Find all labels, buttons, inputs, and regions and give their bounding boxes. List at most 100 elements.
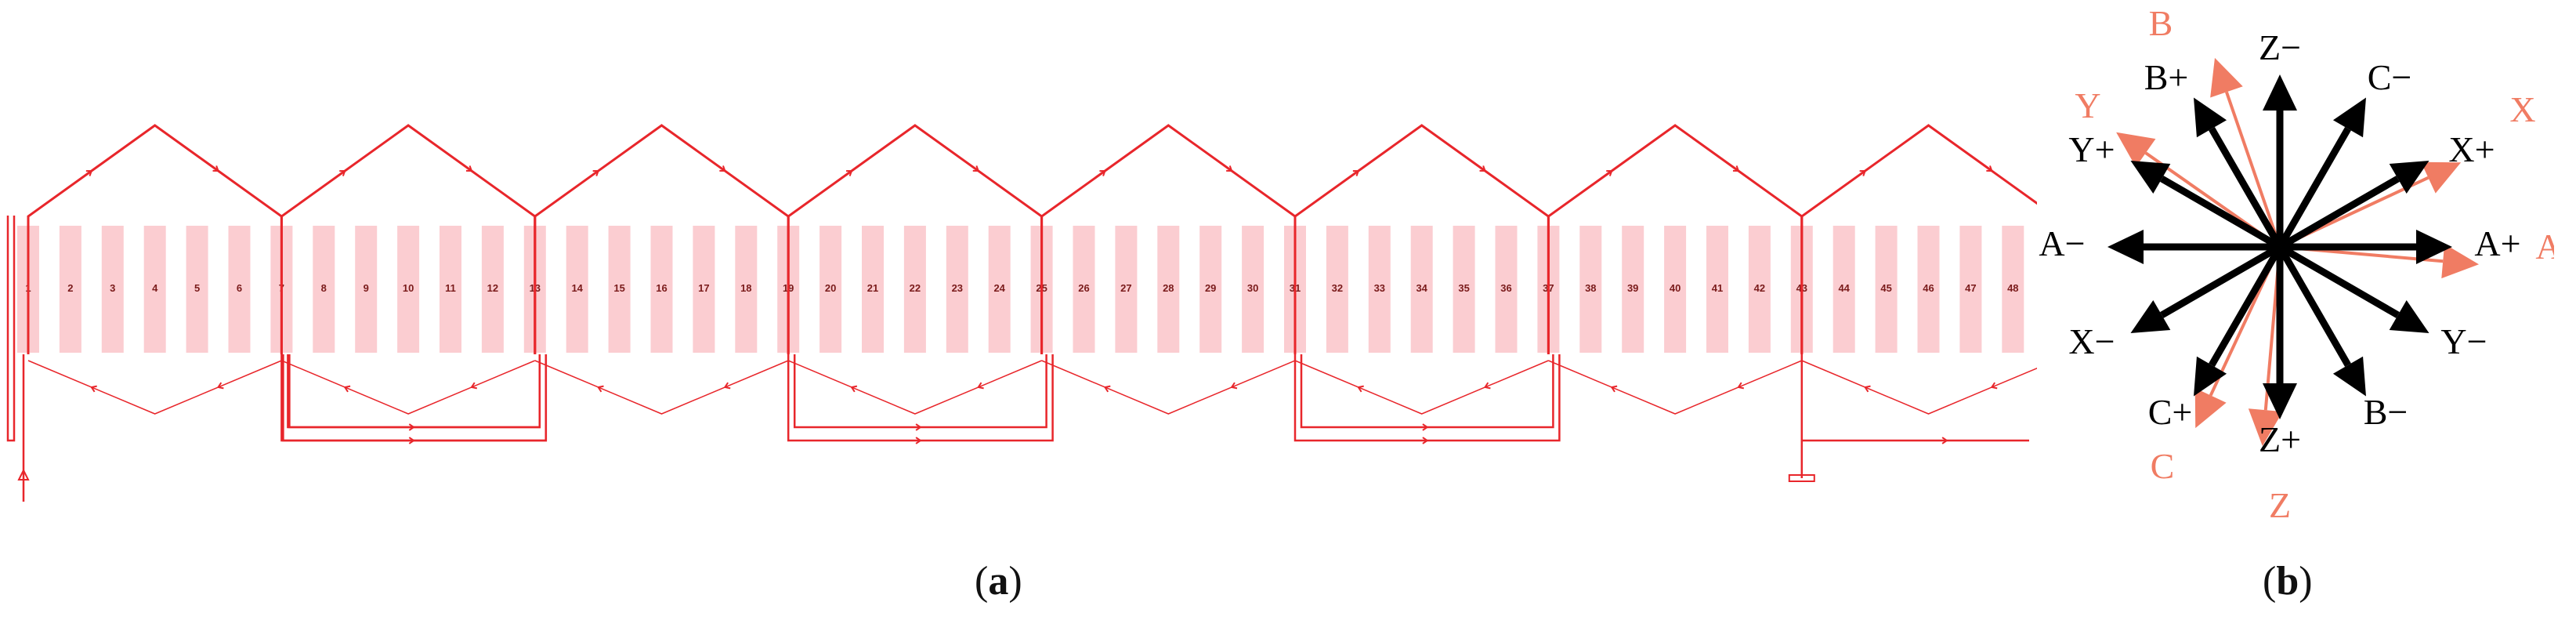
slot <box>903 226 926 353</box>
slot-number: 46 <box>1923 282 1934 294</box>
slot <box>1242 226 1264 353</box>
phasor-shaft <box>2160 176 2282 250</box>
phasor-head <box>2107 230 2144 264</box>
phasor-head <box>2130 161 2171 194</box>
slot <box>735 226 758 353</box>
current-arrow <box>85 169 93 176</box>
slot <box>59 226 81 353</box>
phasor-shaft <box>2209 127 2283 249</box>
slot <box>1410 226 1433 353</box>
current-arrow <box>1859 169 1867 176</box>
end-loop <box>287 354 541 429</box>
current-arrow <box>597 385 604 393</box>
lower-coil <box>1801 360 2037 415</box>
phasor-shaft <box>2160 244 2282 318</box>
slot <box>1115 226 1138 353</box>
slot <box>1199 226 1222 353</box>
slot <box>693 226 715 353</box>
current-arrow <box>1422 437 1429 444</box>
slot <box>819 226 842 353</box>
slot-number: 48 <box>2007 282 2018 294</box>
slot <box>1833 226 1855 353</box>
current-arrow <box>470 382 478 390</box>
current-arrow <box>343 385 351 393</box>
current-arrow <box>1483 382 1491 390</box>
slot <box>1706 226 1728 353</box>
end-loop <box>282 354 548 442</box>
slot-number: 35 <box>1458 282 1469 294</box>
slot-number: 2 <box>67 282 73 294</box>
current-arrow <box>339 169 346 176</box>
current-arrow <box>850 385 858 393</box>
slot <box>1622 226 1644 353</box>
current-arrow <box>1230 382 1238 390</box>
caption-b-label: b <box>2276 559 2299 604</box>
phasor-shaft <box>2209 245 2283 367</box>
slot-number: 17 <box>698 282 709 294</box>
current-arrow <box>1986 165 1993 172</box>
slot <box>397 226 420 353</box>
slot-number: 4 <box>152 282 158 294</box>
current-arrow <box>1941 437 1948 444</box>
phasor-label: A− <box>2039 223 2085 263</box>
slot-number: 5 <box>194 282 200 294</box>
slot <box>1157 226 1180 353</box>
current-arrow <box>1990 382 1998 390</box>
slot <box>1326 226 1348 353</box>
phasor-label: Z− <box>2259 27 2301 67</box>
phasor-head <box>2194 356 2227 397</box>
upper-coil <box>1800 124 2037 354</box>
lower-coil <box>1041 360 1296 415</box>
slot-number: 36 <box>1500 282 1511 294</box>
current-arrow <box>1422 423 1429 431</box>
phasor-label: C− <box>2368 57 2412 97</box>
slot-number: 47 <box>1965 282 1976 294</box>
current-arrow <box>915 423 922 431</box>
current-arrow <box>723 382 731 390</box>
terminals <box>17 354 1815 502</box>
slot-number: 10 <box>403 282 414 294</box>
slot-number: 3 <box>110 282 115 294</box>
lower-coil <box>534 360 789 415</box>
lower-coil <box>787 360 1042 415</box>
phasor-label: X+ <box>2448 129 2495 169</box>
slot-number: 15 <box>613 282 624 294</box>
slot <box>1073 226 1095 353</box>
slot <box>1748 226 1771 353</box>
phasor-shaft <box>2277 127 2351 249</box>
slot-number: 16 <box>656 282 667 294</box>
slot-number: 45 <box>1880 282 1891 294</box>
slot <box>1664 226 1687 353</box>
output-lead <box>1800 354 2029 442</box>
current-arrow <box>1103 385 1111 393</box>
slot-number: 20 <box>825 282 836 294</box>
current-arrow <box>1479 165 1486 172</box>
slot-number: 18 <box>740 282 751 294</box>
slot-number: 40 <box>1670 282 1681 294</box>
current-arrow <box>846 169 853 176</box>
slot <box>143 226 166 353</box>
caption-b: (b) <box>2263 559 2313 604</box>
lower-coil <box>1294 360 1549 415</box>
slot-number: 39 <box>1627 282 1638 294</box>
slot <box>2002 226 2024 353</box>
slot-number: 14 <box>571 282 583 294</box>
phasor-label: Z+ <box>2259 419 2301 459</box>
slot-number: 8 <box>321 282 327 294</box>
caption-a: (a) <box>975 559 1022 604</box>
phasor-shaft <box>2277 245 2351 367</box>
terminal-cap <box>1788 474 1815 482</box>
slot <box>1368 226 1391 353</box>
slot-number: 23 <box>952 282 963 294</box>
phasor-label: B+ <box>2144 57 2189 97</box>
current-arrow <box>1357 385 1364 393</box>
phasor-label-red: Z <box>2269 485 2291 525</box>
phasor-head <box>2332 356 2366 397</box>
slot-number: 11 <box>445 282 456 294</box>
slot-number: 30 <box>1247 282 1258 294</box>
slot-number: 29 <box>1205 282 1216 294</box>
